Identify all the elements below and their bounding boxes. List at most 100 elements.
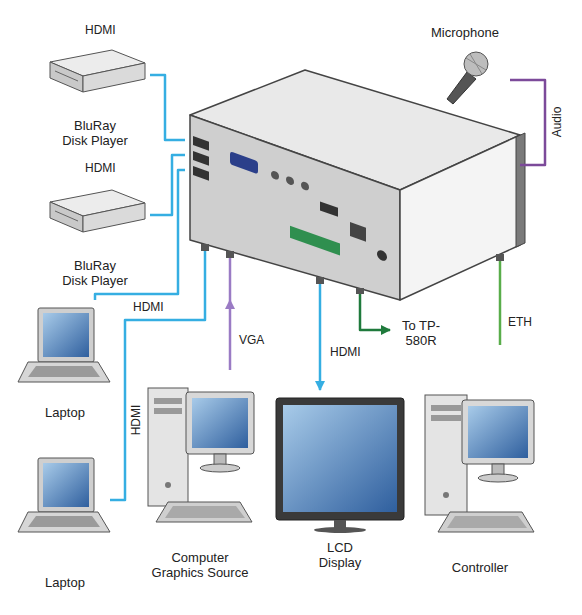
lcd-bezel [276,398,404,520]
cable-label: HDMI [328,345,363,359]
disc-slot [55,211,78,221]
drive-bay [154,408,182,414]
plug [226,251,234,258]
player-front [50,202,83,232]
node-caption: Computer Graphics Source [148,550,253,580]
cable [110,300,205,500]
node-caption: Laptop [25,575,105,590]
laptop-keys [28,516,100,527]
cable-stub [229,254,232,300]
switcher-flange [516,133,525,247]
cable [229,300,232,370]
keyboard-keys [447,516,527,528]
port-row [193,136,387,272]
switcher-port-panel [190,115,400,300]
microphone-drawing [447,52,488,104]
lcd-neck [334,520,346,528]
hdmi-port [320,201,338,216]
cable-stub [499,257,502,300]
node-caption: BluRay Disk Player [61,118,129,148]
cable [510,80,545,165]
vga-port [230,151,258,174]
microphone: Microphone [420,25,510,105]
monitor-bezel [186,392,254,454]
drive-bay [154,398,182,404]
power-button [165,482,171,488]
plug [316,277,324,284]
laptop-screen [43,463,89,507]
cable-label: ETH [506,315,534,329]
laptop-lid [38,458,94,512]
hdmi-port [193,151,209,166]
node-caption: Microphone [420,25,510,40]
monitor-foot [200,464,240,472]
cable-label: HDMI [83,161,118,175]
graphics-computer: Computer Graphics Source [140,370,260,580]
controller-pc: Controller [415,345,545,575]
laptop-base [18,512,110,532]
lcd-foot [314,527,366,533]
mic-handle [447,72,476,104]
audio-jack [271,170,279,181]
monitor-foot [478,474,518,482]
switcher-body [190,70,525,300]
laptop: Laptop [20,300,110,420]
monitor-screen [468,406,528,458]
power-button [443,492,449,498]
cable-label: HDMI [83,23,118,37]
keyboard-keys [165,506,245,518]
laptop-lid [38,308,94,362]
cable-stub [204,248,207,300]
plug [201,244,209,251]
player-front [50,62,83,92]
audio-jack [286,175,294,186]
pc-tower [148,388,188,506]
lcd-display: LCD Display [265,390,415,570]
laptop-keys [28,366,100,377]
mic-head [464,52,488,76]
controller-drawing [425,395,534,532]
laptop-base [18,362,110,382]
plug [496,254,504,261]
terminal-block [290,226,340,256]
cable [360,300,390,330]
cable [150,155,185,215]
drive-bay [431,415,461,421]
cable-stubs [205,248,500,300]
lcd-drawing [276,398,404,533]
bluray-drawing [50,50,145,92]
cable-label: Audio [550,105,564,140]
cable-label: HDMI [131,300,166,314]
mic-mesh [470,54,482,74]
monitor-bezel [462,400,534,464]
hdmi-port [193,136,209,151]
node-caption: Laptop [25,405,105,420]
monitor-screen [192,398,248,448]
power-socket [377,249,387,263]
pc-tower [425,395,467,515]
cable [319,300,322,390]
cable [150,75,185,140]
laptop: Laptop [20,450,110,590]
plugs [201,244,504,294]
laptop-drawing [18,308,110,382]
bluray-player: BluRay Disk Player [40,40,150,148]
hdmi-port [193,166,209,181]
node-caption: LCD Display [314,540,366,570]
destination-label: To TP-580R [390,315,452,351]
bluray-drawing [50,190,145,232]
computer-drawing [148,388,254,522]
switcher-side [400,135,520,300]
bluray-player: BluRay Disk Player [40,180,150,288]
cable-label: VGA [237,333,266,347]
cable-label: HDMI [129,403,143,438]
player-side [83,203,145,232]
rj45-port [350,222,366,242]
audio-jack [301,181,309,192]
node-caption: Controller [420,560,540,575]
keyboard [156,502,252,522]
node-caption: To TP-580R [390,318,452,348]
